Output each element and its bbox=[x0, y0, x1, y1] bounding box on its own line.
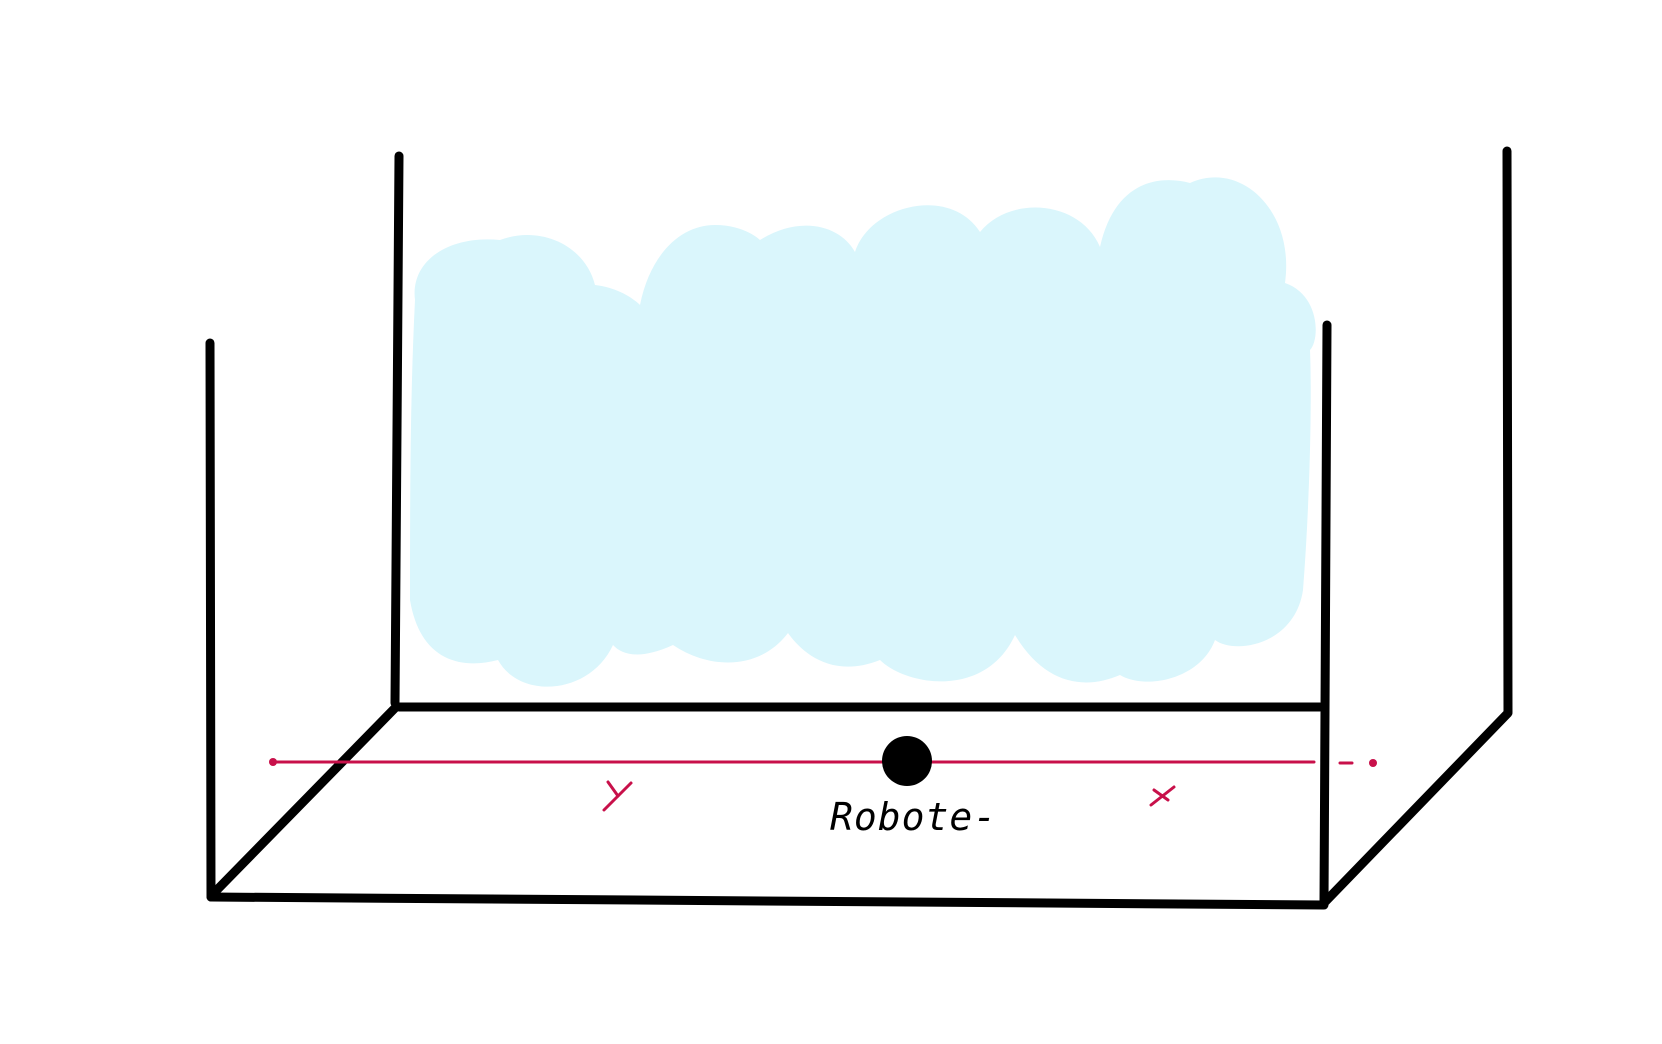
y-axis-label: y bbox=[602, 780, 633, 812]
frame-back-right-post bbox=[1319, 320, 1332, 908]
frame-left-post bbox=[205, 338, 216, 902]
axis-left-endpoint bbox=[269, 758, 277, 766]
robot-marker bbox=[882, 736, 932, 786]
x-axis-label-text: x bbox=[1161, 799, 1163, 801]
frame-front-bottom-edge bbox=[206, 892, 1329, 910]
robot-label: Robote- bbox=[830, 795, 997, 839]
frame-far-right-post bbox=[1502, 146, 1513, 717]
frame-left-diagonal bbox=[206, 702, 401, 901]
frame-back-left-post bbox=[390, 151, 404, 708]
frame-right-diagonal bbox=[1319, 708, 1513, 908]
cloud-region bbox=[410, 177, 1316, 687]
axis-dot bbox=[1369, 759, 1377, 767]
x-axis-label: x bbox=[1149, 785, 1176, 807]
